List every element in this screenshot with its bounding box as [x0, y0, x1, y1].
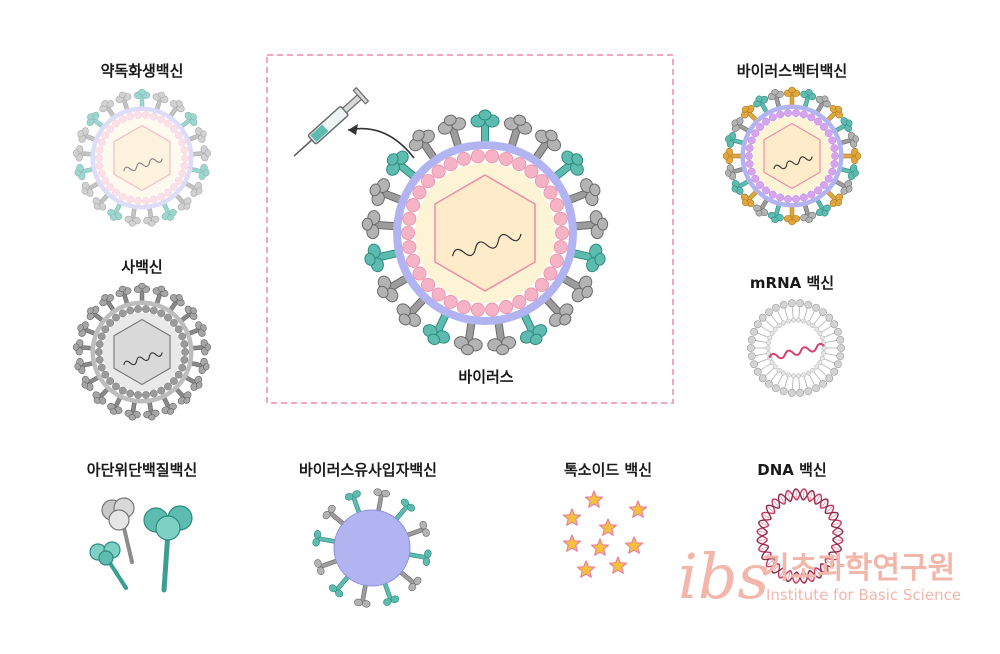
- svg-text:ibs: ibs: [678, 540, 769, 612]
- attenuated-vaccine-illustration: [73, 88, 211, 227]
- vlp-vaccine-illustration: [312, 488, 432, 608]
- label-mrna-vaccine: mRNA 백신: [749, 274, 835, 292]
- label-dna-vaccine: DNA 백신: [757, 461, 827, 479]
- inactivated-vaccine-illustration: [73, 282, 211, 421]
- label-virus: 바이러스: [458, 368, 514, 386]
- virus-illustration: [361, 109, 609, 356]
- toxoid-vaccine-illustration: [562, 490, 648, 578]
- label-viral-vector-vaccine: 바이러스벡터백신: [736, 62, 848, 80]
- subunit-vaccine-illustration: [89, 497, 193, 593]
- svg-text:기초과학연구원: 기초과학연구원: [762, 551, 955, 586]
- label-toxoid-vaccine: 톡소이드 백신: [563, 461, 653, 479]
- label-attenuated-vaccine: 약독화생백신: [100, 62, 184, 80]
- mrna-vaccine-illustration: [747, 299, 845, 397]
- label-subunit-vaccine: 아단위단백질백신: [86, 461, 198, 479]
- viral-vector-vaccine-illustration: [722, 86, 862, 226]
- ibs-logo: ibs 기초과학연구원 Institute for Basic Science: [678, 540, 961, 612]
- dna-vaccine-illustration: [756, 488, 844, 584]
- label-inactivated-vaccine: 사백신: [121, 258, 163, 276]
- syringe-icon: [293, 86, 370, 157]
- arrow-icon: [347, 124, 415, 159]
- label-vlp-vaccine: 바이러스유사입자백신: [298, 461, 437, 479]
- svg-text:Institute for Basic Science: Institute for Basic Science: [766, 586, 961, 604]
- virus-frame: [266, 54, 674, 404]
